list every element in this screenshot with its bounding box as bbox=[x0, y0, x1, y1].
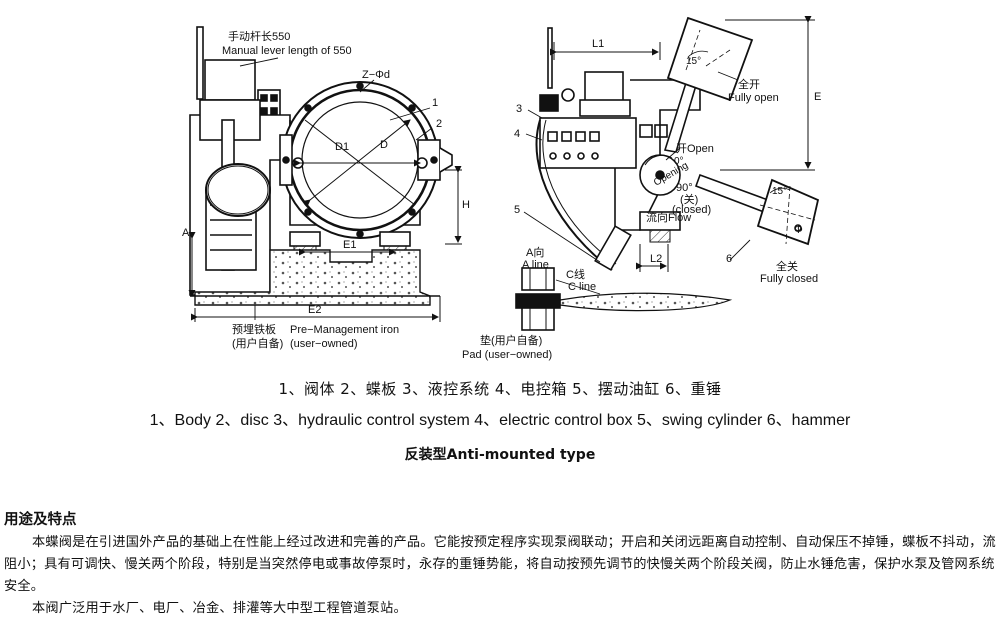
lever-label-cn: 手动杆长550 bbox=[228, 29, 290, 43]
part-label-5: 5 bbox=[514, 204, 520, 216]
a-line-label: A line bbox=[522, 259, 549, 271]
c-line-label: C line bbox=[568, 281, 596, 293]
right-view bbox=[515, 16, 820, 331]
dim-l1-label: L1 bbox=[592, 38, 604, 50]
section-heading: 用途及特点 bbox=[4, 512, 77, 528]
phi-label: Φ bbox=[794, 224, 803, 236]
dim-l2-label: L2 bbox=[650, 253, 662, 265]
valve-drawing: 手动杆长550 Manual lever length of 550 Z−Φd … bbox=[182, 16, 821, 361]
dim-e1-label: E1 bbox=[343, 239, 356, 251]
iron-label-en: Pre−Management iron bbox=[290, 324, 399, 336]
part-label-6: 6 bbox=[726, 253, 732, 265]
dim-d1-label: D1 bbox=[335, 141, 349, 153]
closed-cn-label: (关) bbox=[680, 192, 698, 206]
iron-label-cn: 预埋铁板 bbox=[232, 322, 276, 336]
angle-bottom-label: 15° bbox=[772, 186, 787, 197]
dim-e-label: E bbox=[814, 91, 821, 103]
parts-legend-en: 1、Body 2、disc 3、hydraulic control system… bbox=[149, 412, 851, 429]
dim-a-label: A bbox=[182, 227, 190, 239]
left-view bbox=[188, 26, 462, 322]
open-label: 开Open bbox=[676, 143, 714, 155]
part-label-1: 1 bbox=[432, 97, 438, 109]
fully-closed-en: Fully closed bbox=[760, 273, 818, 285]
part-label-4: 4 bbox=[514, 128, 520, 140]
holes-label: Z−Φd bbox=[362, 69, 390, 81]
angle-top-label: 15° bbox=[686, 56, 701, 67]
a-direction-cn: A向 bbox=[526, 245, 544, 259]
mount-type-caption: 反装型Anti-mounted type bbox=[404, 447, 596, 463]
user-owned-label-cn: (用户自备) bbox=[232, 336, 283, 350]
fully-closed-cn: 全关 bbox=[776, 259, 798, 273]
closed-en-label: (closed) bbox=[672, 204, 711, 216]
dim-h-label: H bbox=[462, 199, 470, 211]
dim-d-label: D bbox=[380, 139, 388, 151]
pad-label-en: Pad (user−owned) bbox=[462, 349, 552, 361]
fully-open-cn: 全开 bbox=[738, 77, 760, 91]
fully-open-en: Fully open bbox=[728, 92, 779, 104]
part-label-3: 3 bbox=[516, 103, 522, 115]
parts-legend-cn: 1、阀体 2、蝶板 3、液控系统 4、电控箱 5、摆动油缸 6、重锤 bbox=[278, 380, 722, 398]
angle-90-label: 90° bbox=[676, 182, 693, 194]
application-paragraph: 本阀广泛用于水厂、电厂、冶金、排灌等大中型工程管道泵站。 bbox=[32, 601, 407, 616]
c-line-cn: C线 bbox=[566, 267, 585, 281]
angle-0-label: 0° bbox=[674, 156, 684, 167]
lever-label-en: Manual lever length of 550 bbox=[222, 45, 352, 57]
pad-label-cn: 垫(用户自备) bbox=[480, 333, 542, 347]
description-paragraph: 本蝶阀是在引进国外产品的基础上在性能上经过改进和完善的产品。它能按预定程序实现泵… bbox=[4, 535, 996, 594]
user-owned-label-en: (user−owned) bbox=[290, 338, 358, 350]
dim-e2-label: E2 bbox=[308, 304, 321, 316]
flow-label: 流向Flow bbox=[646, 210, 691, 224]
part-label-2: 2 bbox=[436, 118, 442, 130]
